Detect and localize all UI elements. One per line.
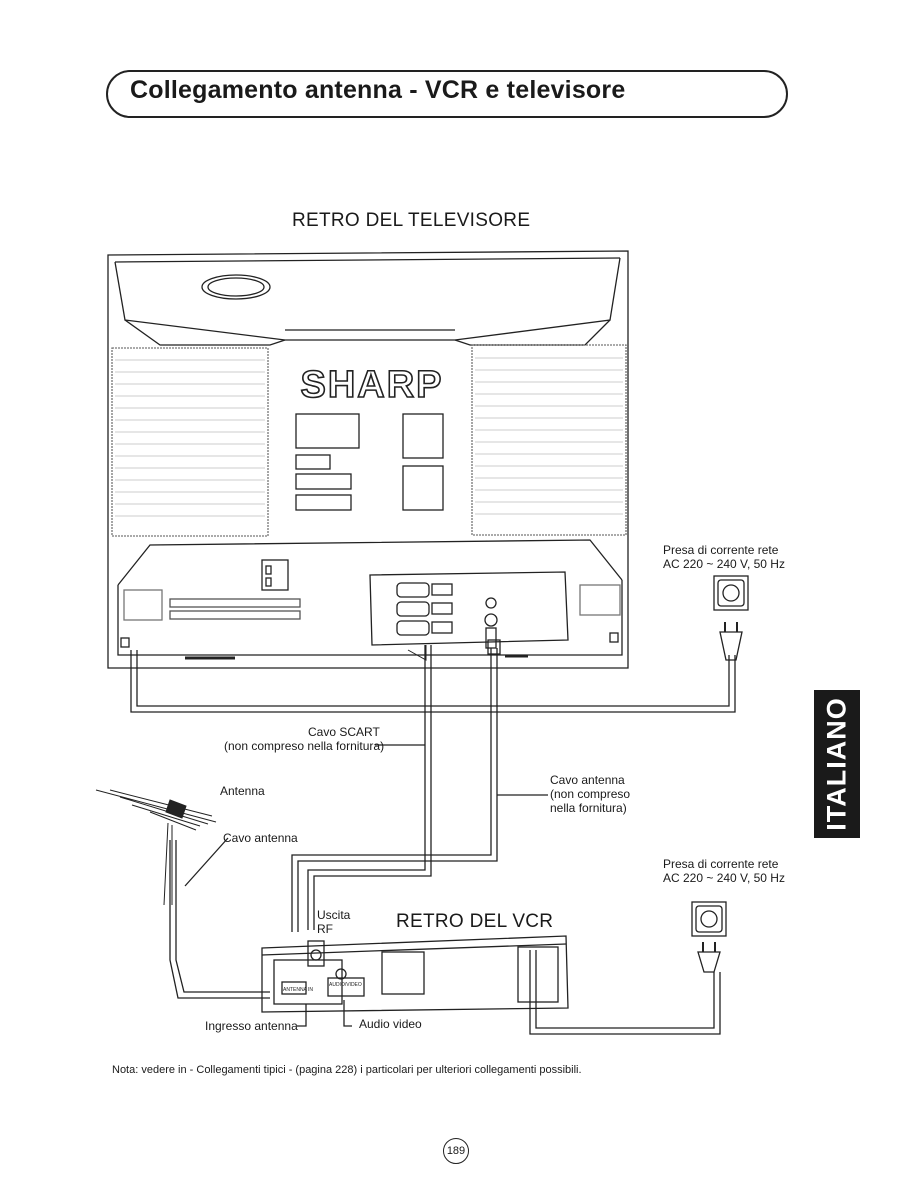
page-title: Collegamento antenna - VCR e televisore <box>130 76 626 104</box>
rf-out-label-2: RF <box>317 922 333 936</box>
language-tab: ITALIANO <box>814 690 860 838</box>
tv-power-label-1: Presa di corrente rete <box>663 543 779 557</box>
tv-antenna-socket <box>484 613 498 627</box>
vcr-power-label-1: Presa di corrente rete <box>663 857 779 871</box>
antenna-cable-tv <box>291 648 492 932</box>
antenna-cable-label: Cavo antenna <box>223 831 298 845</box>
tv-back-shell <box>107 250 629 669</box>
scart-cable <box>307 645 426 930</box>
language-tab-text: ITALIANO <box>821 697 852 831</box>
scart-label-1: Cavo SCART <box>308 725 380 739</box>
tv-antenna-cable-label-1: Cavo antenna <box>550 773 625 787</box>
vcr-back-shell <box>261 935 569 1013</box>
tv-heading: RETRO DEL TELEVISORE <box>292 210 531 231</box>
svg-text:AUDIO/VIDEO: AUDIO/VIDEO <box>329 982 362 988</box>
scart-label-2: (non compreso nella fornitura) <box>224 739 385 753</box>
antenna-icon <box>95 789 217 906</box>
tv-antenna-cable-label-2: (non compreso <box>550 787 631 801</box>
rf-out-label-1: Uscita <box>317 908 351 922</box>
vcr-power-label-2: AC 220 ~ 240 V, 50 Hz <box>663 871 785 885</box>
antenna-lead-cable <box>169 840 270 999</box>
title-frame <box>106 70 788 118</box>
tv-ventilation-oval <box>201 274 271 300</box>
antenna-in-label: Ingresso antenna <box>205 1019 298 1033</box>
tv-power-label-2: AC 220 ~ 240 V, 50 Hz <box>663 557 785 571</box>
vcr-heading: RETRO DEL VCR <box>396 911 554 932</box>
tv-antenna-cable-label-3: nella fornitura) <box>550 801 627 815</box>
page-number: 189 <box>443 1138 469 1164</box>
audio-video-label: Audio video <box>359 1017 422 1031</box>
sharp-logo: SHARP <box>300 364 443 406</box>
tv-terminal-panel <box>369 571 569 646</box>
antenna-label: Antenna <box>220 784 265 798</box>
footnote: Nota: vedere in - Collegamenti tipici - … <box>112 1064 582 1076</box>
svg-text:ANTENNA IN: ANTENNA IN <box>283 987 313 993</box>
